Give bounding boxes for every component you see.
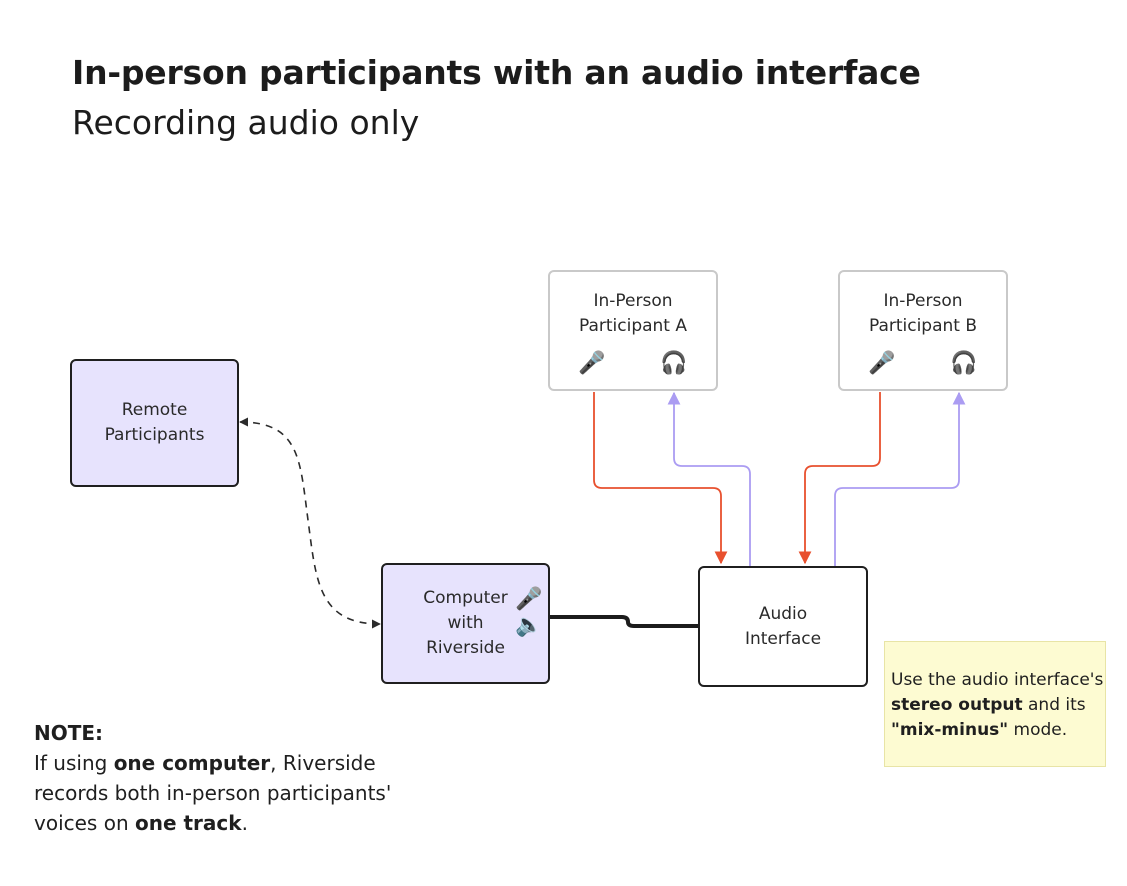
audio-interface-label-line-1: Audio xyxy=(758,603,808,624)
participant-b-node[interactable]: In-Person Participant B 🎤 🎧 xyxy=(838,270,1008,391)
note-line-2: records both in-person participants' xyxy=(34,781,392,805)
computer-label-line-1: Computer xyxy=(423,588,508,608)
microphone-icon: 🎤 xyxy=(515,587,543,612)
note-heading: NOTE: xyxy=(34,721,104,745)
note-emphasis: one computer xyxy=(113,751,271,775)
sticky-line-2: stereo output and its xyxy=(891,693,1105,718)
note-text: . xyxy=(241,811,248,835)
participant-a-headphone-line xyxy=(667,391,751,566)
note-text: If using xyxy=(34,751,114,775)
note-block: NOTE: If using one computer, Riverside r… xyxy=(34,718,391,838)
remote-label-line-2: Participants xyxy=(104,425,205,445)
computer-device-icons: 🎤 🔈 xyxy=(515,587,542,639)
participant-b-headphone-line xyxy=(834,391,966,566)
audio-interface-node[interactable]: Audio Interface xyxy=(698,566,868,687)
headphones-icon: 🎧 xyxy=(950,351,978,376)
participant-a-mic-line xyxy=(593,392,728,565)
participant-a-label-line-1: In-Person xyxy=(593,291,673,311)
sticky-emphasis: stereo output xyxy=(891,695,1023,715)
remote-computer-connector xyxy=(239,417,381,629)
computer-interface-cable xyxy=(549,615,699,628)
participant-b-label-line-2: Participant B xyxy=(868,316,978,336)
sticky-emphasis: "mix-minus" xyxy=(891,720,1009,740)
note-text: voices on xyxy=(34,811,135,835)
diagram-title: In-person participants with an audio int… xyxy=(72,53,921,92)
microphone-icon: 🎤 xyxy=(868,351,896,376)
participant-b-label-line-1: In-Person xyxy=(883,291,963,311)
participant-a-node[interactable]: In-Person Participant A 🎤 🎧 xyxy=(548,270,718,391)
audio-interface-label-line-2: Interface xyxy=(744,628,822,649)
participant-b-mic-line xyxy=(798,392,881,565)
sticky-line-3: "mix-minus" mode. xyxy=(891,718,1105,743)
remote-label-line-1: Remote xyxy=(121,400,188,420)
note-emphasis: one track xyxy=(134,811,242,835)
computer-label-line-2: with xyxy=(447,613,484,633)
speaker-icon: 🔈 xyxy=(515,613,543,638)
note-text: , Riverside xyxy=(270,751,376,775)
note-line-1: If using one computer, Riverside xyxy=(34,748,391,778)
sticky-note[interactable]: Use the audio interface's stereo output … xyxy=(884,641,1106,767)
computer-label-line-3: Riverside xyxy=(426,638,505,658)
computer-riverside-node[interactable]: Computer with Riverside 🎤 🔈 xyxy=(381,563,550,684)
note-line-3: voices on one track. xyxy=(34,808,391,838)
participant-a-label-line-2: Participant A xyxy=(578,316,688,336)
remote-participants-node[interactable]: Remote Participants xyxy=(70,359,239,487)
sticky-line-1: Use the audio interface's xyxy=(891,670,1104,690)
headphones-icon: 🎧 xyxy=(660,351,688,376)
sticky-text: mode. xyxy=(1008,720,1068,740)
microphone-icon: 🎤 xyxy=(578,351,606,376)
diagram-subtitle: Recording audio only xyxy=(72,103,420,142)
sticky-text: and its xyxy=(1022,695,1086,715)
